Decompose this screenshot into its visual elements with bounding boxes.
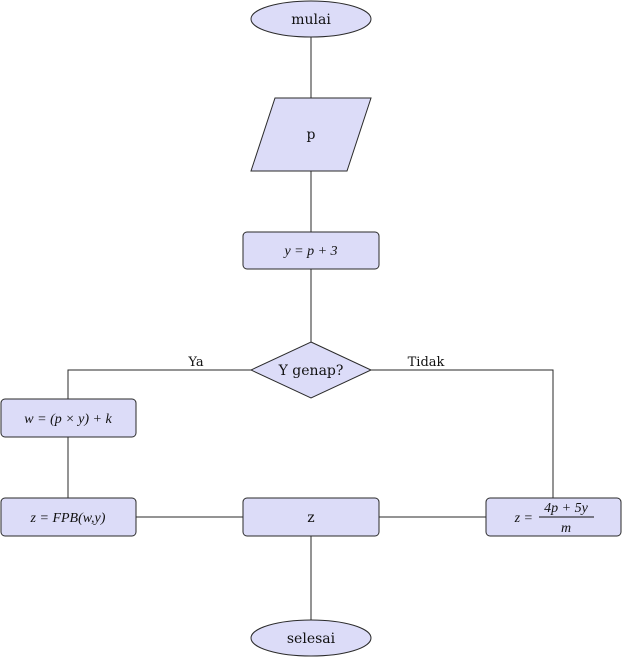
input-label: p bbox=[307, 127, 316, 143]
compute-w-label: w = (p × y) + k bbox=[24, 412, 112, 427]
fraction-lhs: z = bbox=[514, 511, 533, 526]
compute-y-label: y = p + 3 bbox=[282, 244, 337, 259]
end-node: selesai bbox=[250, 619, 372, 657]
yes-label: Ya bbox=[187, 355, 204, 370]
compute-z-fraction-node: z = 4p + 5y m bbox=[485, 497, 622, 537]
no-label: Tidak bbox=[408, 355, 445, 370]
connectors bbox=[67, 37, 554, 620]
input-node: p bbox=[250, 97, 372, 172]
output-label: z bbox=[307, 510, 314, 526]
fraction-numerator: 4p + 5y bbox=[544, 501, 588, 516]
compute-z-fpb-label: z = FPB(w,y) bbox=[30, 511, 106, 526]
end-label: selesai bbox=[287, 631, 336, 647]
compute-w-node: w = (p × y) + k bbox=[0, 398, 137, 438]
fraction-denominator: m bbox=[561, 521, 571, 536]
compute-z-fpb-node: z = FPB(w,y) bbox=[0, 497, 137, 537]
start-label: mulai bbox=[291, 12, 331, 28]
output-node: z bbox=[242, 497, 380, 537]
compute-y-node: y = p + 3 bbox=[242, 231, 380, 270]
start-node: mulai bbox=[250, 0, 372, 38]
edge-decision-no bbox=[371, 369, 554, 498]
decision-label: Y genap? bbox=[278, 363, 344, 379]
decision-node: Y genap? bbox=[249, 341, 373, 399]
edge-decision-yes bbox=[67, 369, 251, 399]
